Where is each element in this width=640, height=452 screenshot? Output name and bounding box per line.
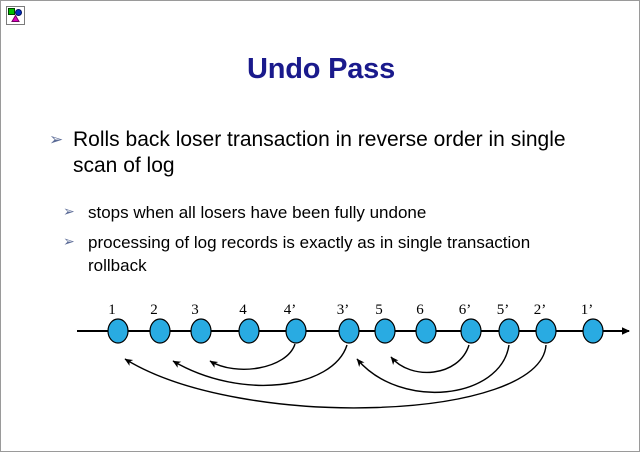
log-record-node-3prime[interactable] — [338, 318, 360, 344]
log-record-label-3: 3 — [191, 302, 199, 318]
log-record-label-2prime: 2’ — [534, 302, 547, 318]
log-record-node-3[interactable] — [190, 318, 212, 344]
arc-3prime-to-2 — [172, 344, 348, 387]
arc-5prime-to-3prime — [356, 344, 510, 393]
bullet-arrow-icon: ➢ — [63, 205, 75, 220]
arc-4prime-to-3 — [209, 343, 296, 370]
log-record-label-1prime: 1’ — [581, 302, 594, 318]
log-record-node-6prime[interactable] — [460, 318, 482, 344]
arc-6prime-to-5 — [390, 344, 470, 374]
log-record-label-5prime: 5’ — [497, 302, 510, 318]
arc-2prime-to-1 — [124, 344, 547, 409]
bullet-arrow-icon: ➢ — [63, 235, 75, 250]
log-record-node-1prime[interactable] — [582, 318, 604, 344]
bullet-level2-1-text: stops when all losers have been fully un… — [88, 203, 427, 222]
bullet-level1-1-text: Rolls back loser transaction in reverse … — [73, 128, 566, 177]
log-record-nodes — [107, 318, 604, 344]
log-record-label-6prime: 6’ — [459, 302, 472, 318]
broken-image-icon — [6, 6, 25, 25]
bullet-level2-1: ➢ stops when all losers have been fully … — [63, 201, 583, 224]
page-title: Undo Pass — [246, 53, 396, 85]
log-record-label-3prime: 3’ — [337, 302, 350, 318]
log-record-node-2[interactable] — [149, 318, 171, 344]
log-record-label-4prime: 4’ — [284, 302, 297, 318]
log-record-node-4[interactable] — [238, 318, 260, 344]
bullet-level2-2-text: processing of log records is exactly as … — [88, 233, 531, 275]
bullet-level2-2: ➢ processing of log records is exactly a… — [63, 231, 583, 277]
log-record-label-1: 1 — [108, 302, 116, 318]
log-record-node-5[interactable] — [374, 318, 396, 344]
log-record-node-1[interactable] — [107, 318, 129, 344]
log-record-label-4: 4 — [239, 302, 247, 318]
bullet-level1-1: ➢ Rolls back loser transaction in revers… — [49, 127, 609, 179]
log-record-node-4prime[interactable] — [285, 318, 307, 344]
log-timeline-undo-diagram: 1 2 3 4 4’ 3’ 5 6 6’ 5’ 2’ 1’ — [77, 302, 630, 409]
log-record-node-5prime[interactable] — [498, 318, 520, 344]
log-record-label-2: 2 — [150, 302, 158, 318]
log-record-node-2prime[interactable] — [535, 318, 557, 344]
log-record-labels: 1 2 3 4 4’ 3’ 5 6 6’ 5’ 2’ 1’ — [108, 302, 593, 318]
log-record-node-6[interactable] — [415, 318, 437, 344]
log-record-label-5: 5 — [375, 302, 383, 318]
undo-arcs-group — [124, 343, 547, 409]
log-record-label-6: 6 — [416, 302, 424, 318]
bullet-arrow-icon: ➢ — [49, 130, 64, 149]
